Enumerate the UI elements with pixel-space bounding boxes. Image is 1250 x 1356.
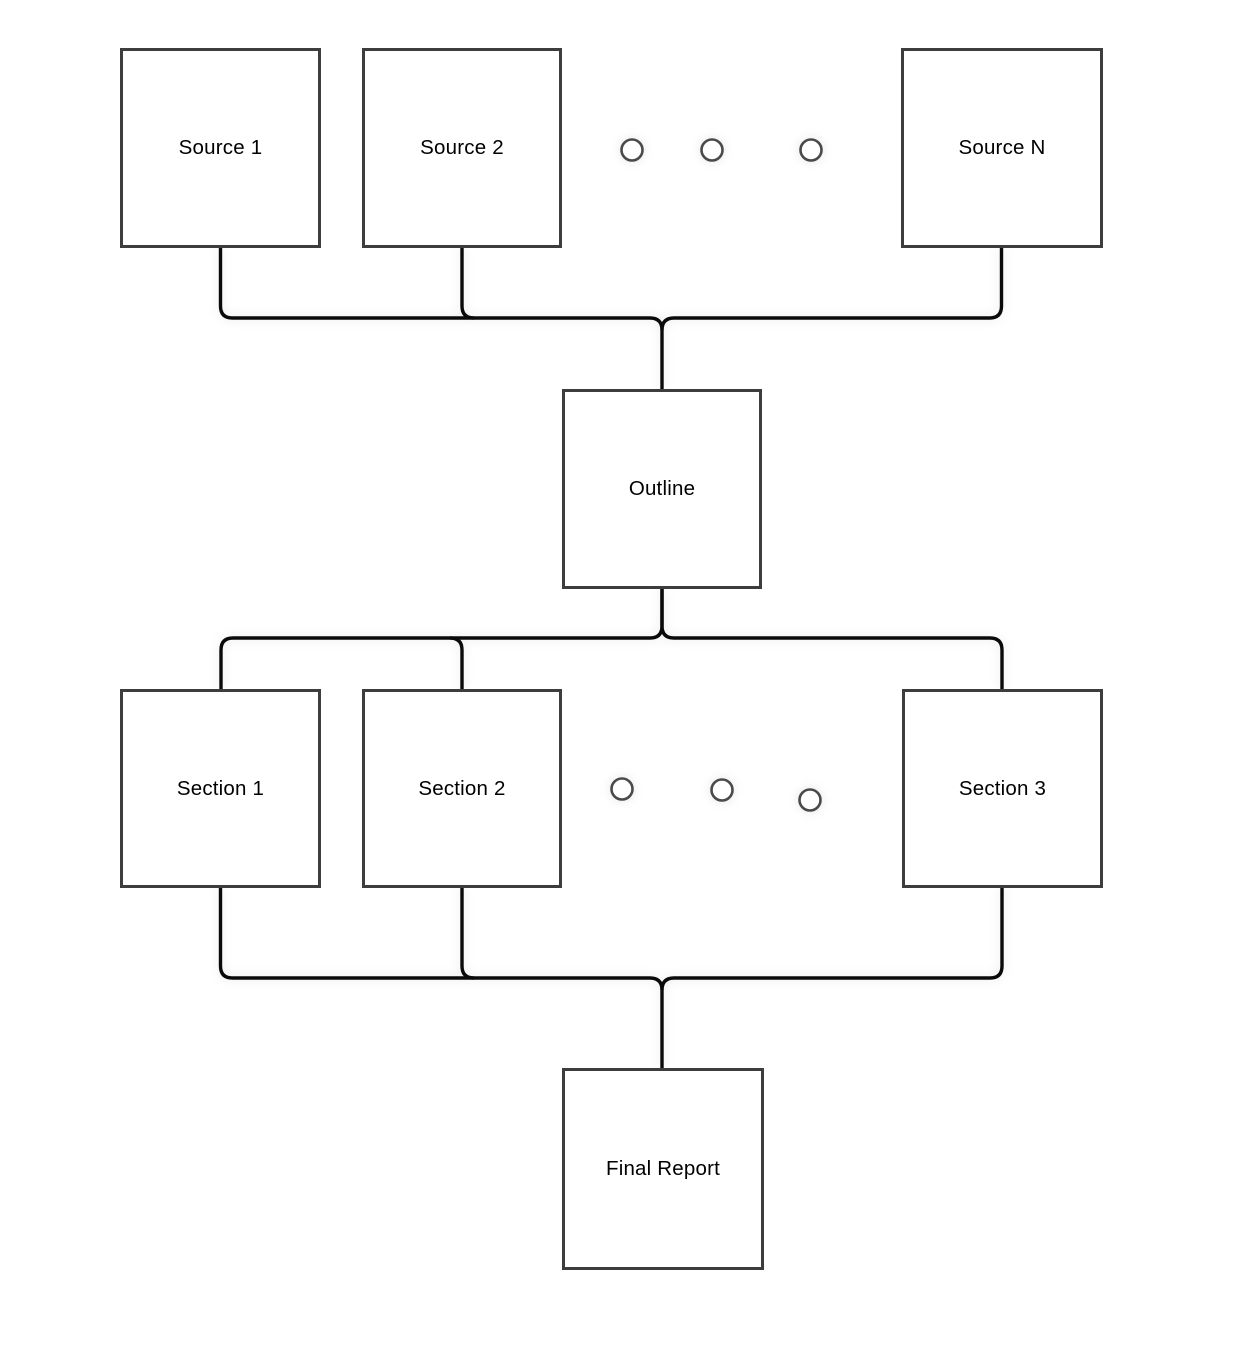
ellipsis-circles-sections-row bbox=[610, 777, 822, 812]
node-source-n-label: Source N bbox=[958, 136, 1046, 159]
node-section-1-label: Section 1 bbox=[176, 776, 265, 800]
node-source-1-label: Source 1 bbox=[178, 136, 263, 159]
node-section-1: Section 1 bbox=[120, 689, 321, 888]
ellipsis-circle-icon bbox=[710, 778, 734, 802]
node-outline: Outline bbox=[562, 389, 762, 589]
ellipsis-circles-sources-row bbox=[620, 138, 823, 162]
edge-sources-to-outline bbox=[218, 248, 1004, 389]
ellipsis-circle-icon bbox=[700, 138, 724, 162]
ellipsis-circle-icon bbox=[799, 138, 823, 162]
ellipsis-circle-icon bbox=[620, 138, 644, 162]
ellipsis-circle-icon bbox=[610, 777, 634, 801]
node-section-3: Section 3 bbox=[902, 689, 1103, 888]
edge-outline-to-sections bbox=[219, 589, 1004, 689]
edge-sections-to-final-report bbox=[218, 888, 1004, 1068]
node-final-report-label: Final Report bbox=[605, 1157, 721, 1180]
node-source-2: Source 2 bbox=[362, 48, 562, 248]
ellipsis-circle-icon bbox=[798, 788, 822, 812]
node-source-n: Source N bbox=[901, 48, 1103, 248]
node-section-2-label: Section 2 bbox=[418, 776, 506, 800]
node-section-3-label: Section 3 bbox=[958, 776, 1047, 800]
node-source-1: Source 1 bbox=[120, 48, 321, 248]
node-final-report: Final Report bbox=[562, 1068, 764, 1270]
node-outline-label: Outline bbox=[628, 477, 696, 500]
node-section-2: Section 2 bbox=[362, 689, 562, 888]
node-source-2-label: Source 2 bbox=[420, 136, 504, 159]
